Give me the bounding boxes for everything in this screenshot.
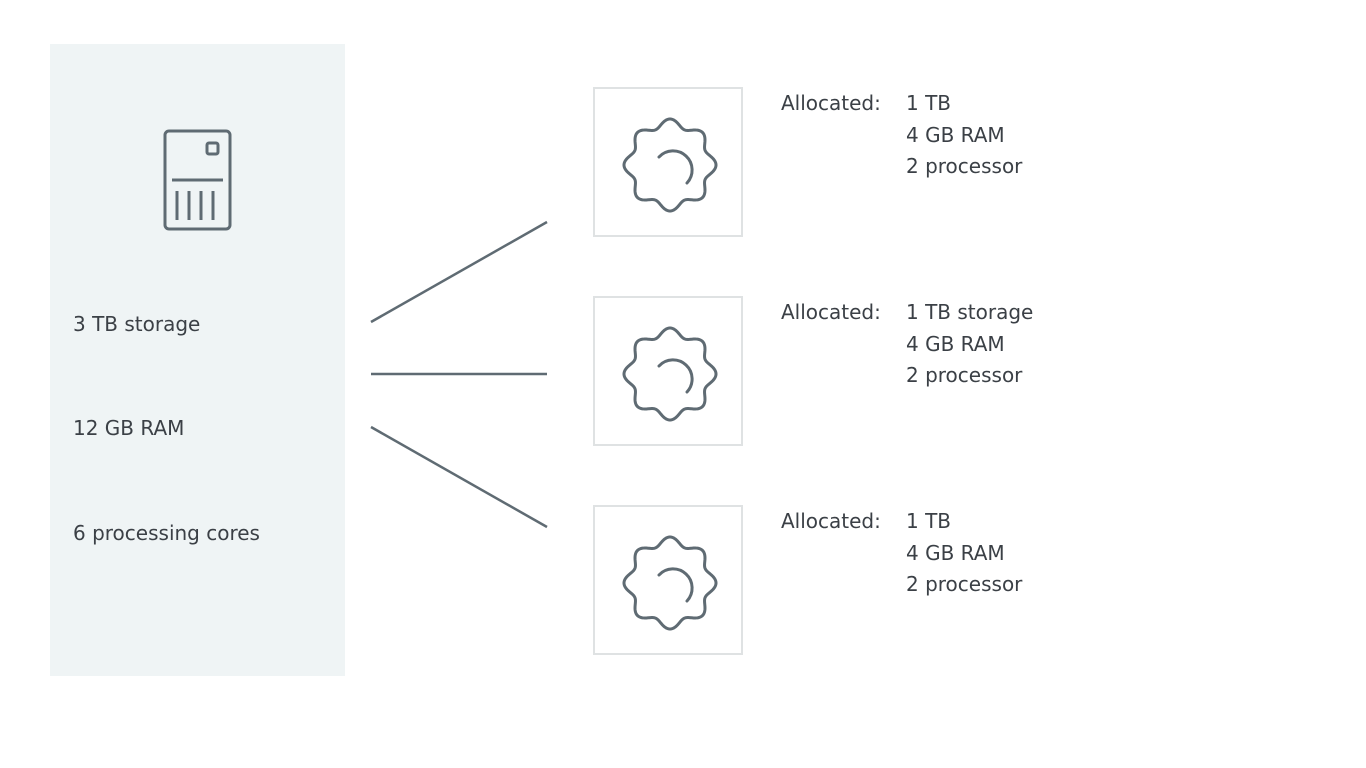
gear-icon <box>622 535 718 631</box>
vm-box-3 <box>593 505 743 655</box>
gear-arc <box>657 567 694 603</box>
alloc-storage: 1 TB storage <box>906 300 1034 324</box>
gear-arc <box>657 149 694 185</box>
gear-outline <box>622 117 718 213</box>
connector-line-3 <box>370 425 548 529</box>
allocated-label: Allocated: <box>781 300 881 324</box>
allocated-label: Allocated: <box>781 91 881 115</box>
allocated-label: Allocated: <box>781 509 881 533</box>
alloc-cpu: 2 processor <box>906 154 1023 178</box>
alloc-cpu: 2 processor <box>906 363 1023 387</box>
host-ram: 12 GB RAM <box>73 416 185 440</box>
gear-arc <box>657 358 694 394</box>
alloc-storage: 1 TB <box>906 91 952 115</box>
alloc-ram: 4 GB RAM <box>906 540 1005 565</box>
host-panel: 3 TB storage 12 GB RAM 6 processing core… <box>50 44 345 676</box>
alloc-ram: 4 GB RAM <box>906 331 1005 356</box>
host-cores: 6 processing cores <box>73 521 260 545</box>
gear-outline <box>622 535 718 631</box>
alloc-ram: 4 GB RAM <box>906 122 1005 147</box>
connector-line-1 <box>370 220 548 324</box>
gear-outline <box>622 326 718 422</box>
gear-icon <box>622 117 718 213</box>
server-icon <box>163 129 232 231</box>
gear-icon <box>622 326 718 422</box>
alloc-storage: 1 TB <box>906 509 952 533</box>
vm-box-2 <box>593 296 743 446</box>
vm-box-1 <box>593 87 743 237</box>
host-storage: 3 TB storage <box>73 312 201 336</box>
alloc-cpu: 2 processor <box>906 572 1023 596</box>
